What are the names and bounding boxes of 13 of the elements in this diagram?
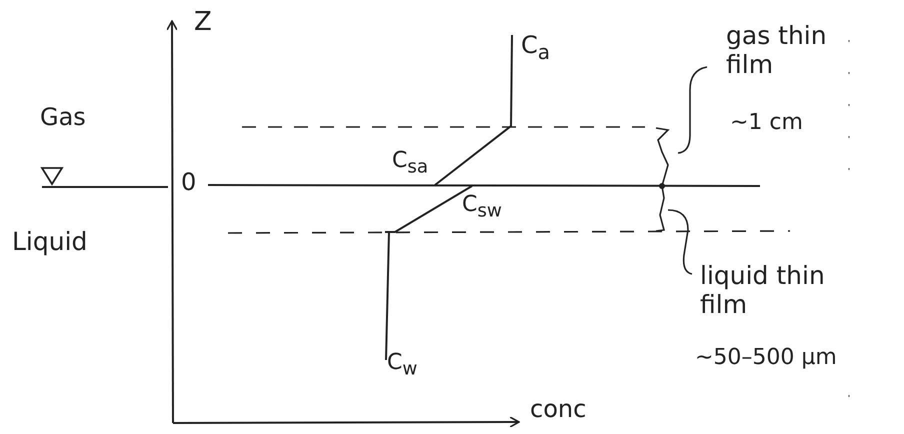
concentration-label: C$_{sw}$: [462, 192, 502, 222]
concentration-label: C$_{a}$: [521, 32, 550, 64]
phase-label: Liquid: [12, 228, 88, 257]
thickness-note: ∼1 cm: [730, 110, 803, 136]
thickness-note: ∼50–500 μm: [695, 345, 837, 370]
axis-label: conc: [530, 396, 586, 424]
film-annotation: liquid thin film: [700, 262, 826, 320]
concentration-label: C$_{sa}$: [392, 148, 428, 178]
axis-label: Z: [194, 8, 212, 38]
film-annotation: gas thin film: [726, 22, 828, 80]
phase-label: Gas: [40, 104, 86, 132]
concentration-label: C$_{w}$: [387, 350, 418, 380]
origin-label: 0: [181, 169, 196, 197]
